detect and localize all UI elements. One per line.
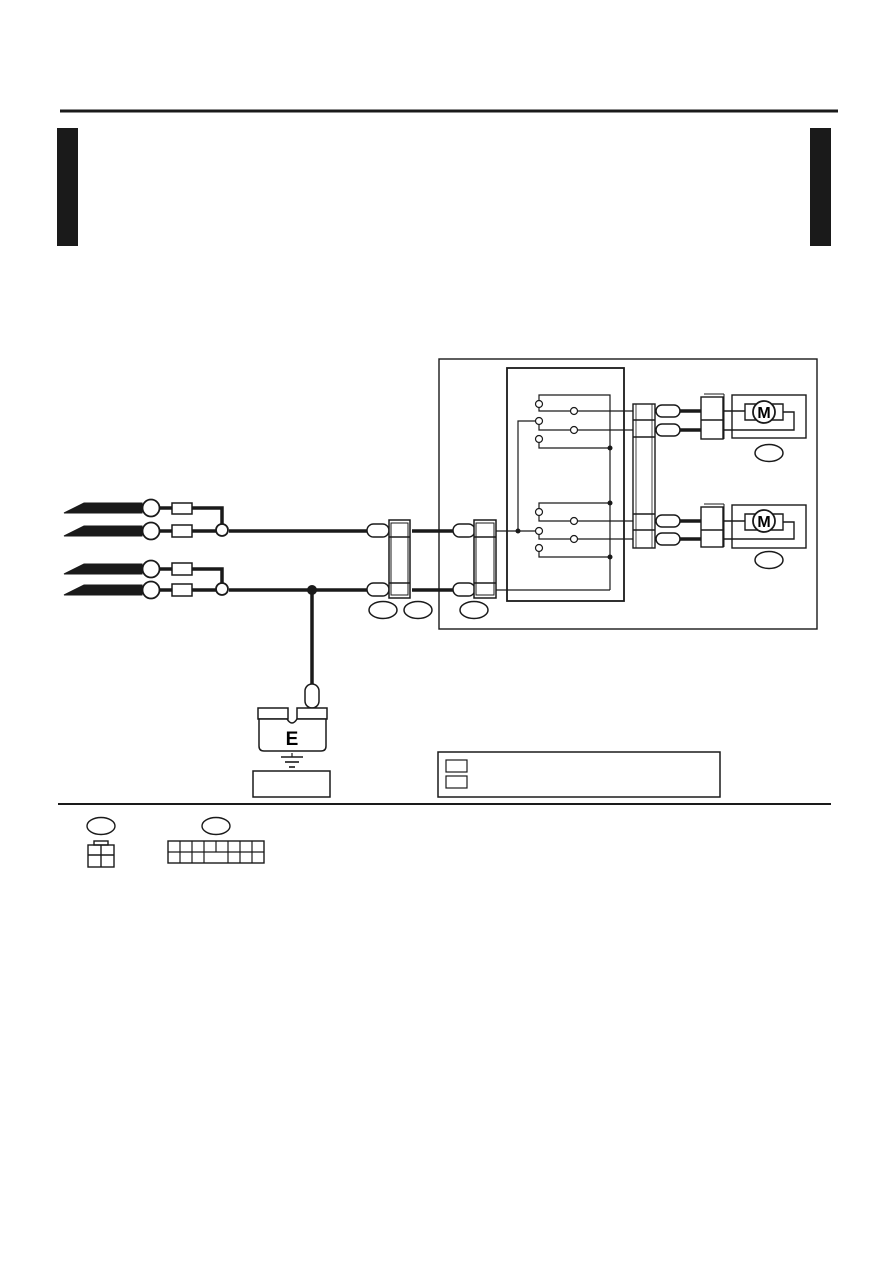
motor-id-oval-lower	[754, 550, 784, 570]
power-feed-arrow-3	[63, 563, 143, 575]
fuse-1	[171, 502, 193, 515]
connector-face-oval-1	[86, 816, 116, 836]
power-feed-arrow-1	[63, 502, 143, 514]
motor-connector-upper	[700, 393, 725, 440]
motor-side-pins	[655, 404, 681, 546]
motor-m-label-upper: M	[757, 405, 770, 422]
motor-connector-strip	[632, 403, 656, 549]
connector-pin-2b	[452, 582, 476, 597]
switch-nodes	[515, 445, 613, 560]
connector-id-oval-3	[459, 600, 489, 620]
connector-id-oval-2	[403, 600, 433, 620]
junction-open-1	[215, 523, 229, 537]
header-right-tab	[810, 128, 831, 246]
connector-face-2pin	[86, 816, 116, 868]
legend-swatch-2	[445, 775, 468, 789]
ground-location-box	[252, 770, 331, 798]
fuse-3	[171, 562, 193, 576]
ground-letter: E	[286, 729, 299, 750]
junction-nodes	[215, 523, 317, 596]
legend-swatch-1	[445, 759, 468, 773]
connector-pin-1a	[366, 523, 390, 538]
switch-contacts	[534, 399, 579, 553]
ground-pin	[304, 683, 320, 709]
connector-block-1	[366, 519, 411, 599]
power-feed-arrow-4	[63, 584, 143, 596]
connector-id-ovals-left	[368, 600, 489, 620]
motor-m-label-lower: M	[757, 514, 770, 531]
ground-connector	[257, 683, 328, 768]
connector-id-oval-1	[368, 600, 398, 620]
mirror-motor-lower	[723, 504, 807, 549]
connector-block-2	[452, 519, 497, 599]
connector-face-multipin	[167, 816, 265, 864]
terminal-circles	[141, 498, 161, 600]
switch-internal-wiring	[496, 394, 656, 591]
connector-pin-2a	[452, 523, 476, 538]
heavy-wiring	[160, 409, 701, 684]
legend-box	[437, 751, 721, 798]
fuses	[171, 502, 193, 597]
mirror-unit-housing	[438, 358, 818, 630]
terminal-1	[141, 498, 161, 518]
header-left-tab	[57, 128, 78, 246]
fuse-2	[171, 524, 193, 538]
motor-connector-lower	[700, 503, 725, 548]
power-feed-arrow-2	[63, 525, 143, 537]
motor-id-ovals	[754, 443, 784, 570]
terminal-4	[141, 580, 161, 600]
switch-box	[506, 367, 625, 602]
terminal-3	[141, 559, 161, 579]
terminal-2	[141, 521, 161, 541]
junction-solid-ground	[307, 585, 317, 595]
fuse-4	[171, 583, 193, 597]
junction-open-2	[215, 582, 229, 596]
power-feed-group	[63, 502, 143, 596]
connector-face-oval-2	[201, 816, 231, 836]
motor-id-oval-upper	[754, 443, 784, 463]
mirror-motor-upper	[723, 394, 807, 439]
connector-pin-1b	[366, 582, 390, 597]
